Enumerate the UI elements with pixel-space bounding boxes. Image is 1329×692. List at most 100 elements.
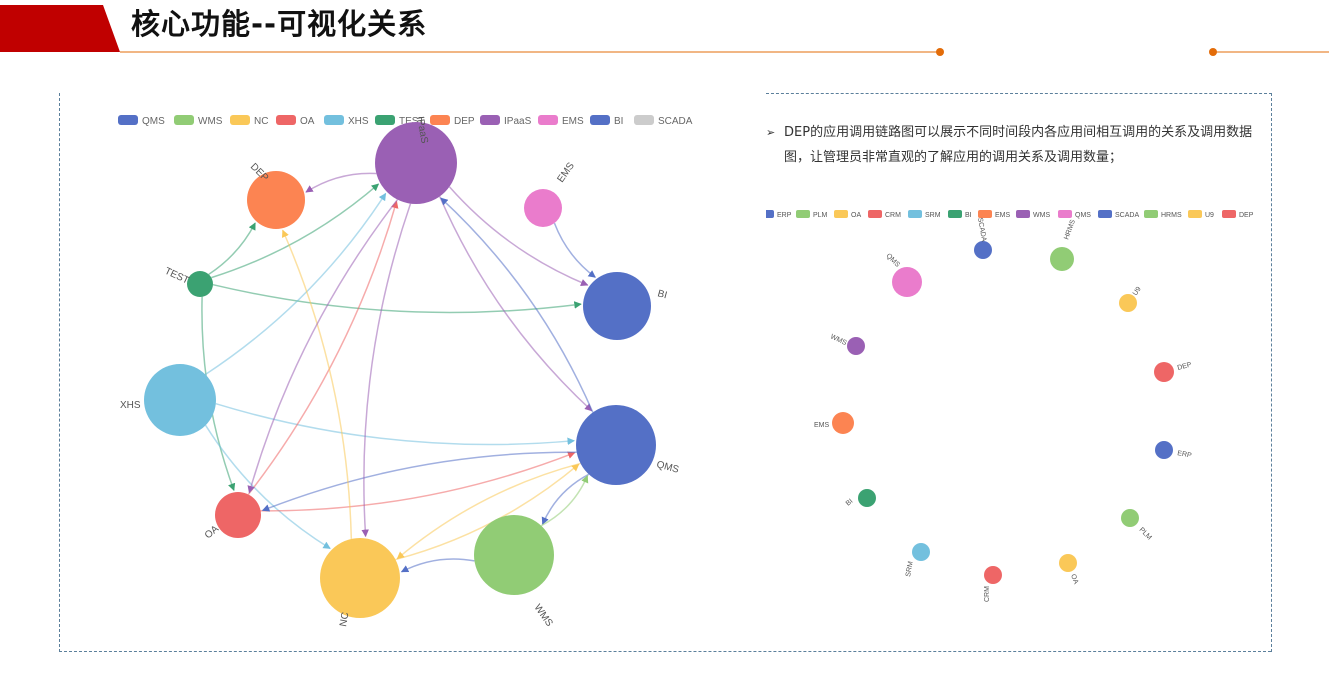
right-node-erp[interactable] [1155,441,1173,459]
left-legend-label-bi[interactable]: BI [614,116,623,127]
right-node-label-dep: DEP [1177,361,1193,372]
right-node-label-crm: CRM [984,586,991,602]
right-node-label-plm: PLM [1138,526,1153,541]
right-legend-swatch-erp[interactable] [766,210,774,218]
right-legend-swatch-qms[interactable] [1058,210,1072,218]
left-node-nc[interactable] [320,538,400,618]
left-edge-test-to-bi [212,283,582,314]
right-node-label-hrms: HRMS [1063,219,1077,241]
left-node-wms[interactable] [474,515,554,595]
left-legend-swatch-test[interactable] [375,115,395,125]
left-legend-label-ems[interactable]: EMS [562,116,584,127]
right-legend-label-oa[interactable]: OA [851,212,861,219]
right-legend-swatch-plm[interactable] [796,210,810,218]
right-node-oa[interactable] [1059,554,1077,572]
right-legend-swatch-scada[interactable] [1098,210,1112,218]
right-legend-swatch-u9[interactable] [1188,210,1202,218]
right-legend-swatch-crm[interactable] [868,210,882,218]
right-node-hrms[interactable] [1050,247,1074,271]
right-legend-label-srm[interactable]: SRM [925,212,941,219]
left-legend-swatch-nc[interactable] [230,115,250,125]
left-legend-swatch-oa[interactable] [276,115,296,125]
right-legend-label-u9[interactable]: U9 [1205,212,1214,219]
left-edge-ems-to-bi [553,222,596,278]
right-legend-swatch-dep[interactable] [1222,210,1236,218]
right-node-label-ems: EMS [814,422,830,429]
left-edge-xhs-to-nc [204,424,331,550]
right-node-srm[interactable] [912,543,930,561]
left-legend-swatch-scada[interactable] [634,115,654,125]
right-node-dep[interactable] [1154,362,1174,382]
description-block: ➢ DEP的应用调用链路图可以展示不同时间段内各应用间相互调用的关系及调用数据图… [766,120,1278,170]
left-node-test[interactable] [187,271,213,297]
left-legend-swatch-qms[interactable] [118,115,138,125]
left-edge-qms-to-nc [396,462,581,560]
left-legend-swatch-wms[interactable] [174,115,194,125]
left-node-label-wms: WMS [532,602,555,629]
right-legend-swatch-ems[interactable] [978,210,992,218]
right-node-u9[interactable] [1119,294,1137,312]
left-legend-swatch-ipaas[interactable] [480,115,500,125]
right-node-ems[interactable] [832,412,854,434]
right-legend-label-erp[interactable]: ERP [777,212,792,219]
left-node-oa[interactable] [215,492,261,538]
right-legend-label-hrms[interactable]: HRMS [1161,212,1182,219]
left-node-ipaas[interactable] [375,122,457,204]
left-edge-test-to-dep [208,222,256,275]
left-legend-label-wms[interactable]: WMS [198,116,223,127]
left-node-label-bi: BI [656,288,668,301]
right-legend-swatch-srm[interactable] [908,210,922,218]
left-edge-test-to-ipaas [211,183,380,279]
left-edge-qms-to-ipaas [440,197,594,413]
right-legend-label-qms[interactable]: QMS [1075,212,1091,219]
left-edge-ipaas-to-dep [305,172,377,193]
left-node-dep[interactable] [247,171,305,229]
left-legend-swatch-xhs[interactable] [324,115,344,125]
right-node-bi[interactable] [858,489,876,507]
right-legend-swatch-oa[interactable] [834,210,848,218]
left-node-xhs[interactable] [144,364,216,436]
right-legend-label-wms[interactable]: WMS [1033,212,1050,219]
right-legend-label-scada[interactable]: SCADA [1115,212,1139,219]
right-node-label-u9: U9 [1132,286,1143,297]
right-node-qms[interactable] [892,267,922,297]
right-legend-swatch-hrms[interactable] [1144,210,1158,218]
left-legend-label-scada[interactable]: SCADA [658,116,693,127]
left-legend-swatch-dep[interactable] [430,115,450,125]
right-node-wms[interactable] [847,337,865,355]
left-legend-label-dep[interactable]: DEP [454,116,475,127]
left-graph-frame [59,93,1271,652]
right-legend-label-plm[interactable]: PLM [813,212,828,219]
right-graph-frame [766,93,1272,652]
right-node-label-scada: SCADA [976,217,987,242]
right-node-label-srm: SRM [905,561,915,578]
left-legend-swatch-ems[interactable] [538,115,558,125]
left-node-ems[interactable] [524,189,562,227]
left-legend-label-xhs[interactable]: XHS [348,116,369,127]
right-node-crm[interactable] [984,566,1002,584]
left-legend-label-ipaas[interactable]: IPaaS [504,116,532,127]
left-edge-nc-to-dep [281,229,353,539]
left-node-label-xhs: XHS [120,400,141,411]
left-legend-label-nc[interactable]: NC [254,116,268,127]
right-node-label-qms: QMS [885,252,901,268]
right-legend-label-dep[interactable]: DEP [1239,212,1254,219]
left-legend-label-qms[interactable]: QMS [142,116,165,127]
right-node-scada[interactable] [974,241,992,259]
right-legend-swatch-wms[interactable] [1016,210,1030,218]
right-legend-label-ems[interactable]: EMS [995,212,1011,219]
left-legend-label-oa[interactable]: OA [300,116,315,127]
left-edge-ipaas-to-bi [448,186,589,287]
left-node-label-ipaas: IPaaS [414,116,430,145]
right-legend-swatch-bi[interactable] [948,210,962,218]
right-legend-label-bi[interactable]: BI [965,212,972,219]
left-edge-qms-to-wms [541,473,590,525]
right-legend-label-crm[interactable]: CRM [885,212,901,219]
left-legend-label-test[interactable]: TEST [399,116,425,127]
left-node-bi[interactable] [583,272,651,340]
right-node-plm[interactable] [1121,509,1139,527]
left-legend-swatch-bi[interactable] [590,115,610,125]
right-node-label-erp: ERP [1177,450,1193,459]
arrow-right-icon: ➢ [766,126,776,139]
left-node-qms[interactable] [576,405,656,485]
